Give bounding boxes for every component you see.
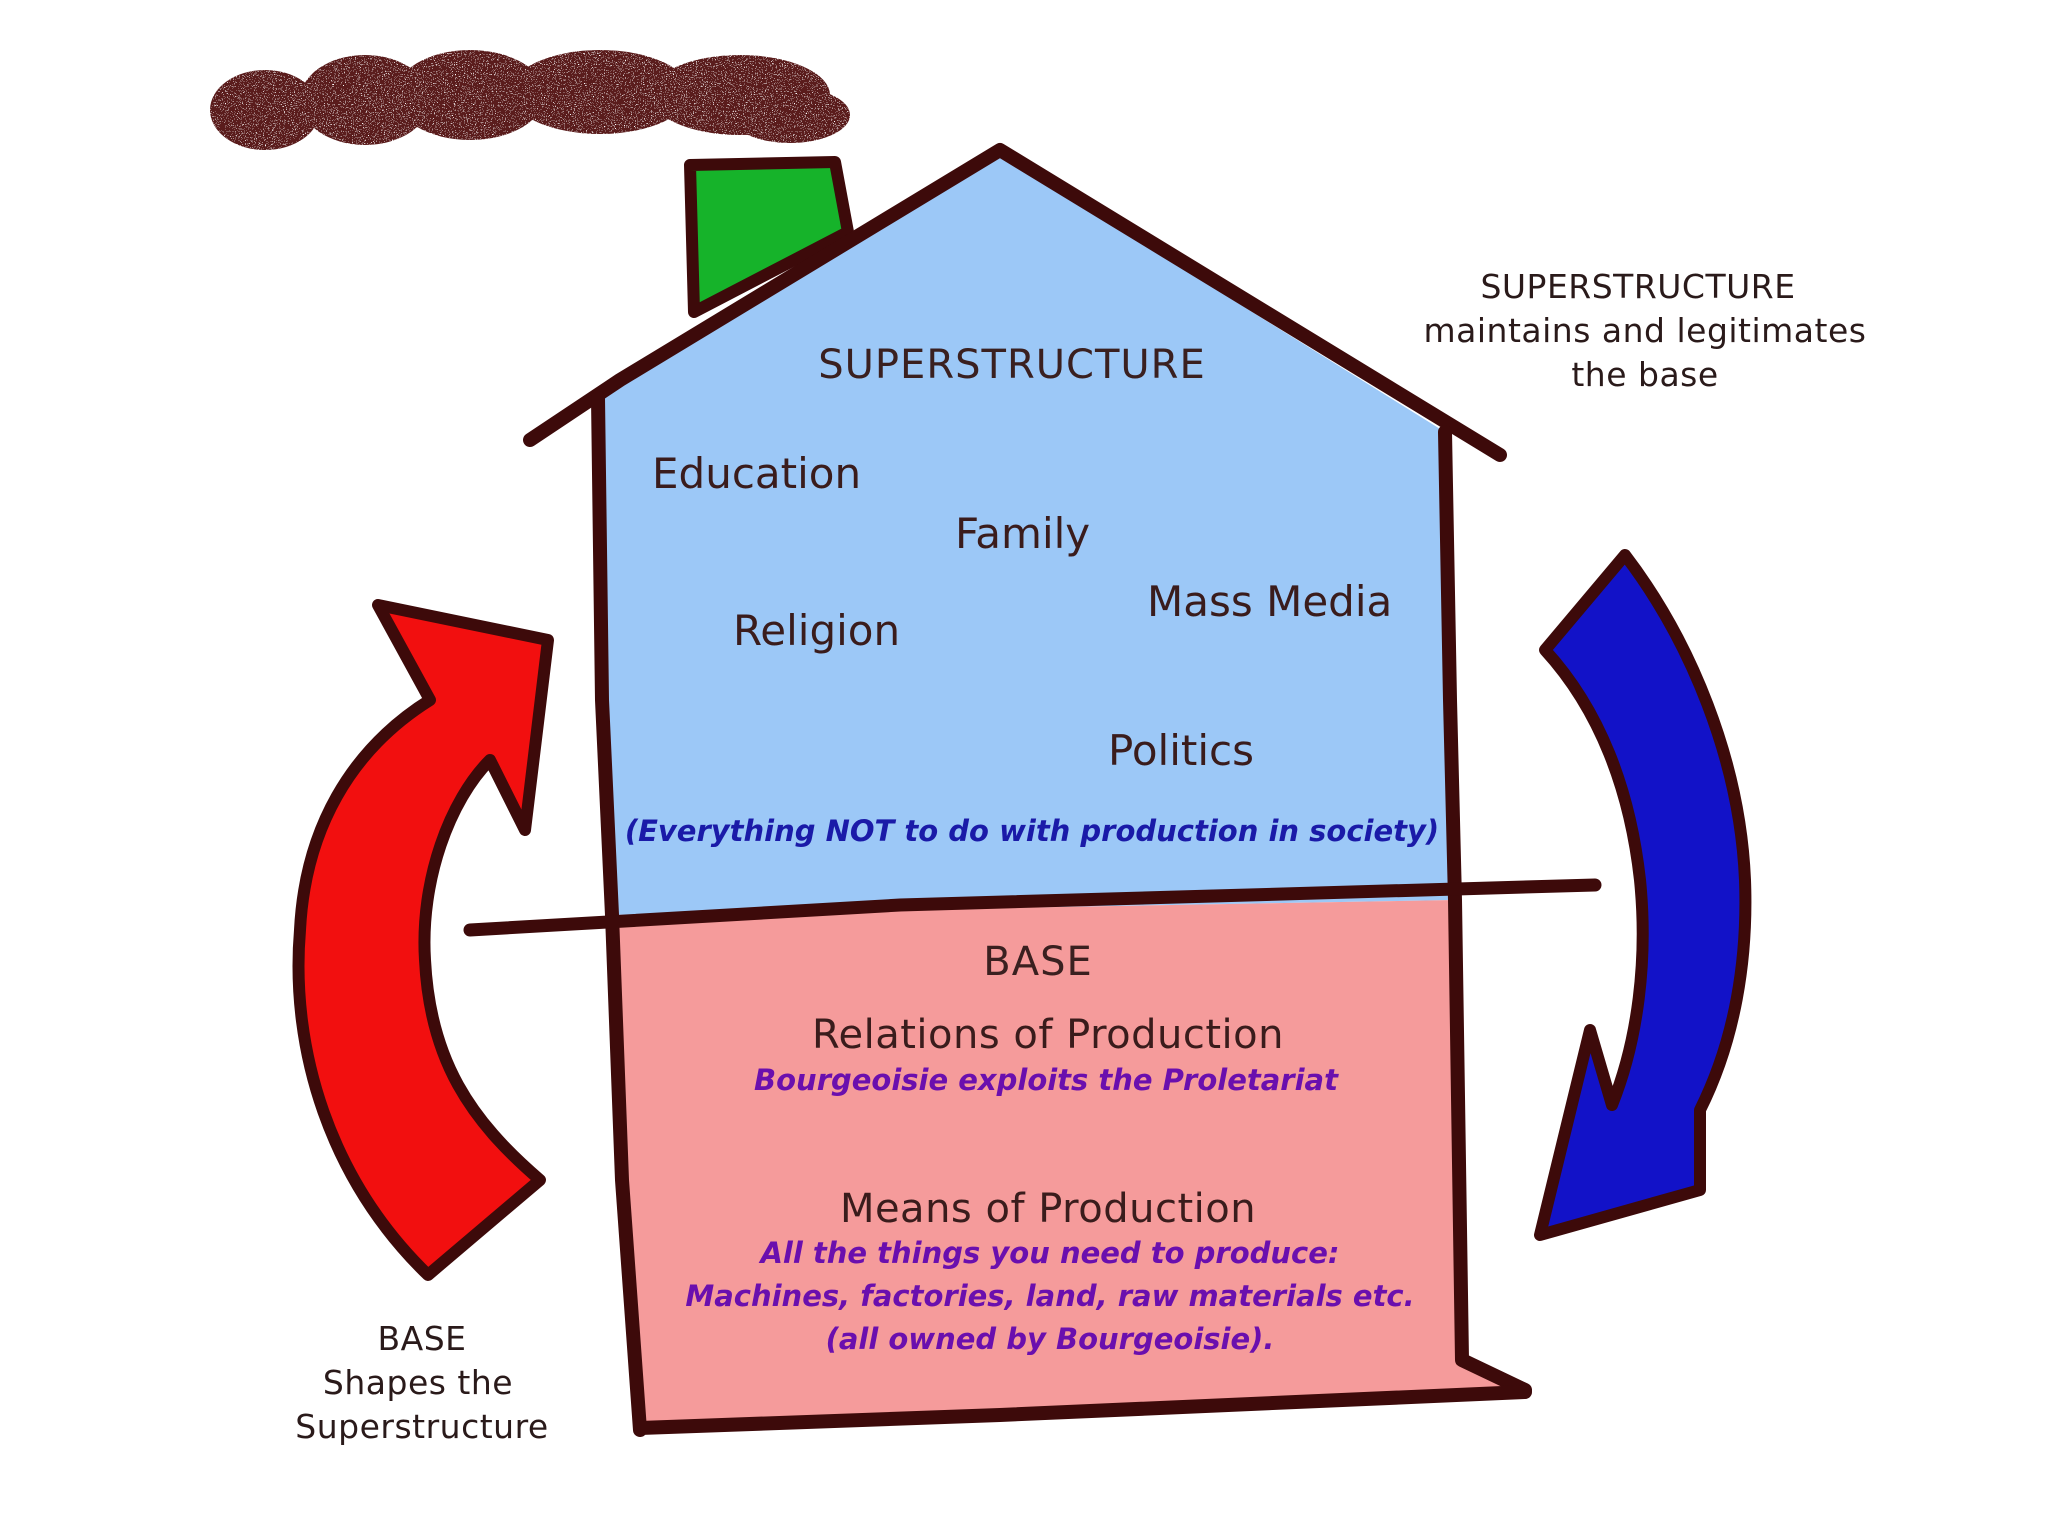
right-caption-line-2: maintains and legitimates: [1424, 311, 1867, 350]
item-education: Education: [652, 449, 861, 498]
item-family: Family: [955, 509, 1090, 558]
relations-detail: Bourgeoisie exploits the Proletariat: [754, 1063, 1339, 1097]
relations-heading: Relations of Production: [812, 1012, 1284, 1058]
right-caption-line-1: SUPERSTRUCTURE: [1480, 267, 1795, 306]
superstructure-title: SUPERSTRUCTURE: [818, 342, 1205, 388]
means-heading: Means of Production: [840, 1186, 1256, 1232]
left-caption-line-3: Superstructure: [295, 1407, 548, 1446]
left-caption-line-2: Shapes the: [323, 1363, 513, 1402]
roof-outline: [523, 143, 1507, 462]
divider-line: [463, 878, 1602, 937]
means-line-1: All the things you need to produce:: [758, 1236, 1339, 1270]
means-line-3: (all owned by Bourgeoisie).: [826, 1322, 1275, 1356]
means-line-2: Machines, factories, land, raw materials…: [685, 1279, 1414, 1313]
base-title: BASE: [983, 939, 1092, 985]
base-area: [612, 900, 1525, 1425]
right-caption-line-3: the base: [1571, 355, 1718, 394]
blue-down-arrow: [1534, 549, 1752, 1241]
item-religion: Religion: [733, 606, 900, 655]
smoke-cloud: [210, 50, 850, 150]
chimney: [684, 156, 854, 318]
left-caption-line-1: BASE: [377, 1319, 466, 1358]
superstructure-note: (Everything NOT to do with production in…: [625, 814, 1439, 848]
floor-line: [633, 1385, 1532, 1435]
red-up-arrow: [292, 599, 554, 1281]
right-wall: [1438, 425, 1532, 1397]
item-mass-media: Mass Media: [1147, 577, 1392, 626]
left-wall: [591, 391, 647, 1437]
superstructure-area: [598, 155, 1455, 915]
item-politics: Politics: [1108, 726, 1254, 775]
